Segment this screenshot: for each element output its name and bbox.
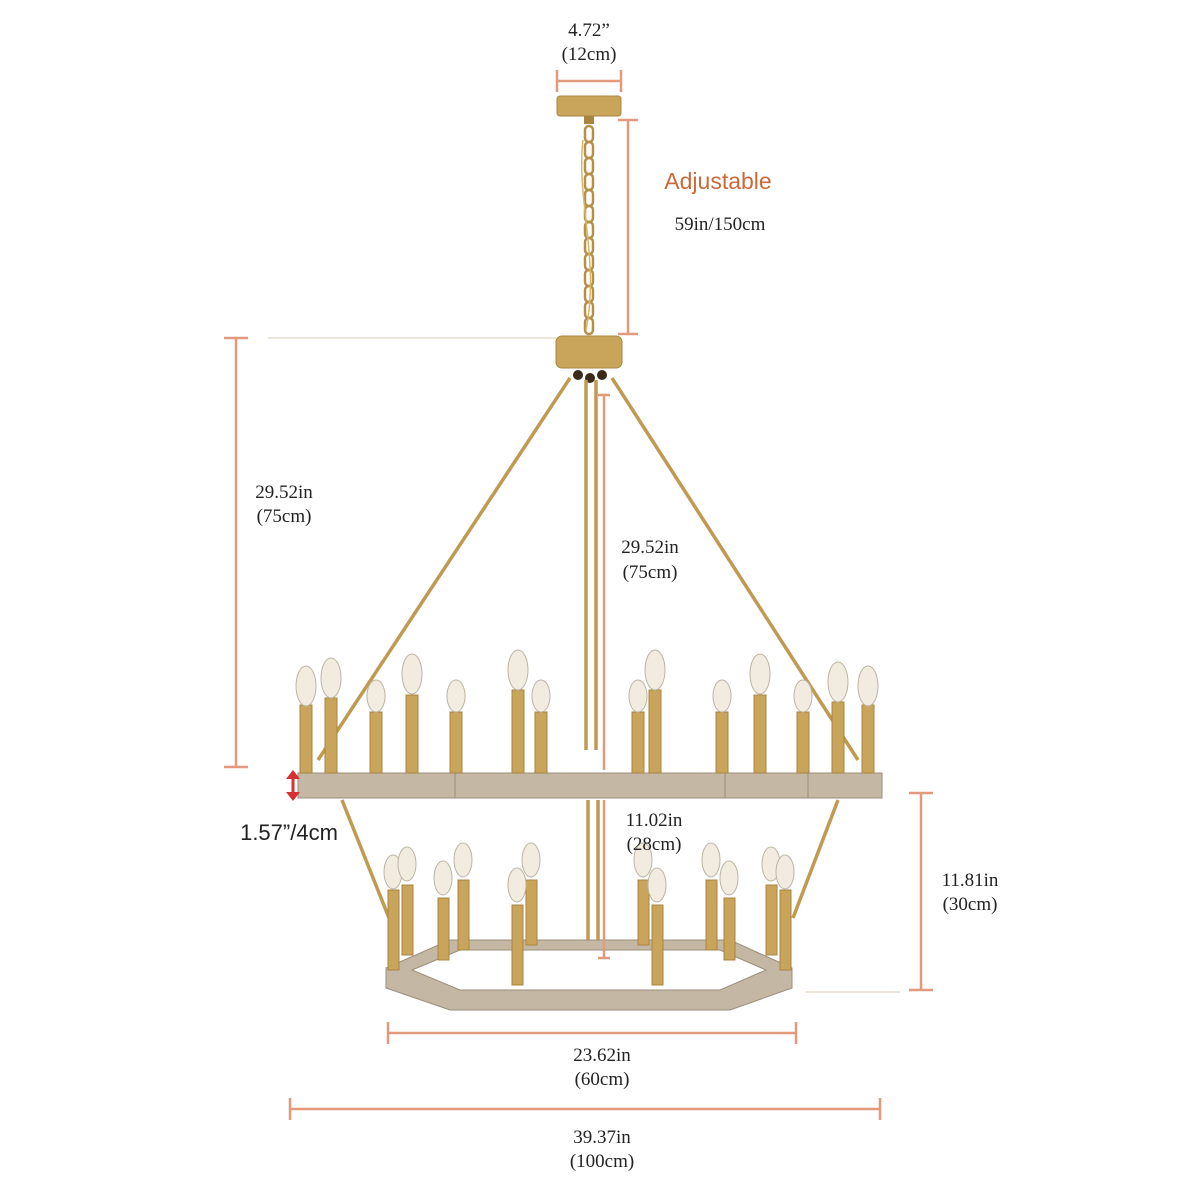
dimension-lines — [224, 70, 933, 1120]
upper-width-cm-label: (100cm) — [570, 1151, 634, 1172]
support-rods — [316, 377, 860, 958]
canopy-width-cm-label: (12cm) — [562, 44, 617, 65]
canopy-width-in-label: 4.72” — [568, 20, 610, 41]
tier-gap-cm-label: (28cm) — [627, 834, 682, 855]
upper-height-cm-label: (75cm) — [257, 506, 312, 527]
upper-width-in-label: 39.37in — [573, 1127, 631, 1148]
upper-height-in-label: 29.52in — [255, 482, 313, 503]
adjustable-label: Adjustable — [664, 168, 771, 194]
dimension-arrow-icon — [286, 770, 300, 801]
lower-ring — [385, 939, 793, 1011]
upper-candles — [295, 649, 879, 774]
dimension-labels: 4.72” (12cm) Adjustable 59in/150cm 29.52… — [240, 20, 999, 1172]
tier-gap-in-label: 11.02in — [626, 810, 683, 831]
ceiling-canopy — [556, 95, 622, 117]
lower-width-in-label: 23.62in — [573, 1045, 631, 1066]
chain-length-label: 59in/150cm — [675, 214, 766, 235]
ring-thickness-label: 1.57”/4cm — [240, 820, 338, 845]
lower-height-in-label: 11.81in — [942, 870, 999, 891]
lower-width-cm-label: (60cm) — [575, 1069, 630, 1090]
center-hub — [555, 335, 623, 369]
rod-height-cm-label: (75cm) — [623, 562, 678, 583]
chandelier-illustration — [295, 95, 883, 1011]
rod-height-in-label: 29.52in — [621, 537, 679, 558]
lower-height-cm-label: (30cm) — [943, 894, 998, 915]
upper-ring — [297, 772, 883, 799]
lower-candles — [383, 842, 795, 986]
hanging-chain — [580, 124, 595, 336]
